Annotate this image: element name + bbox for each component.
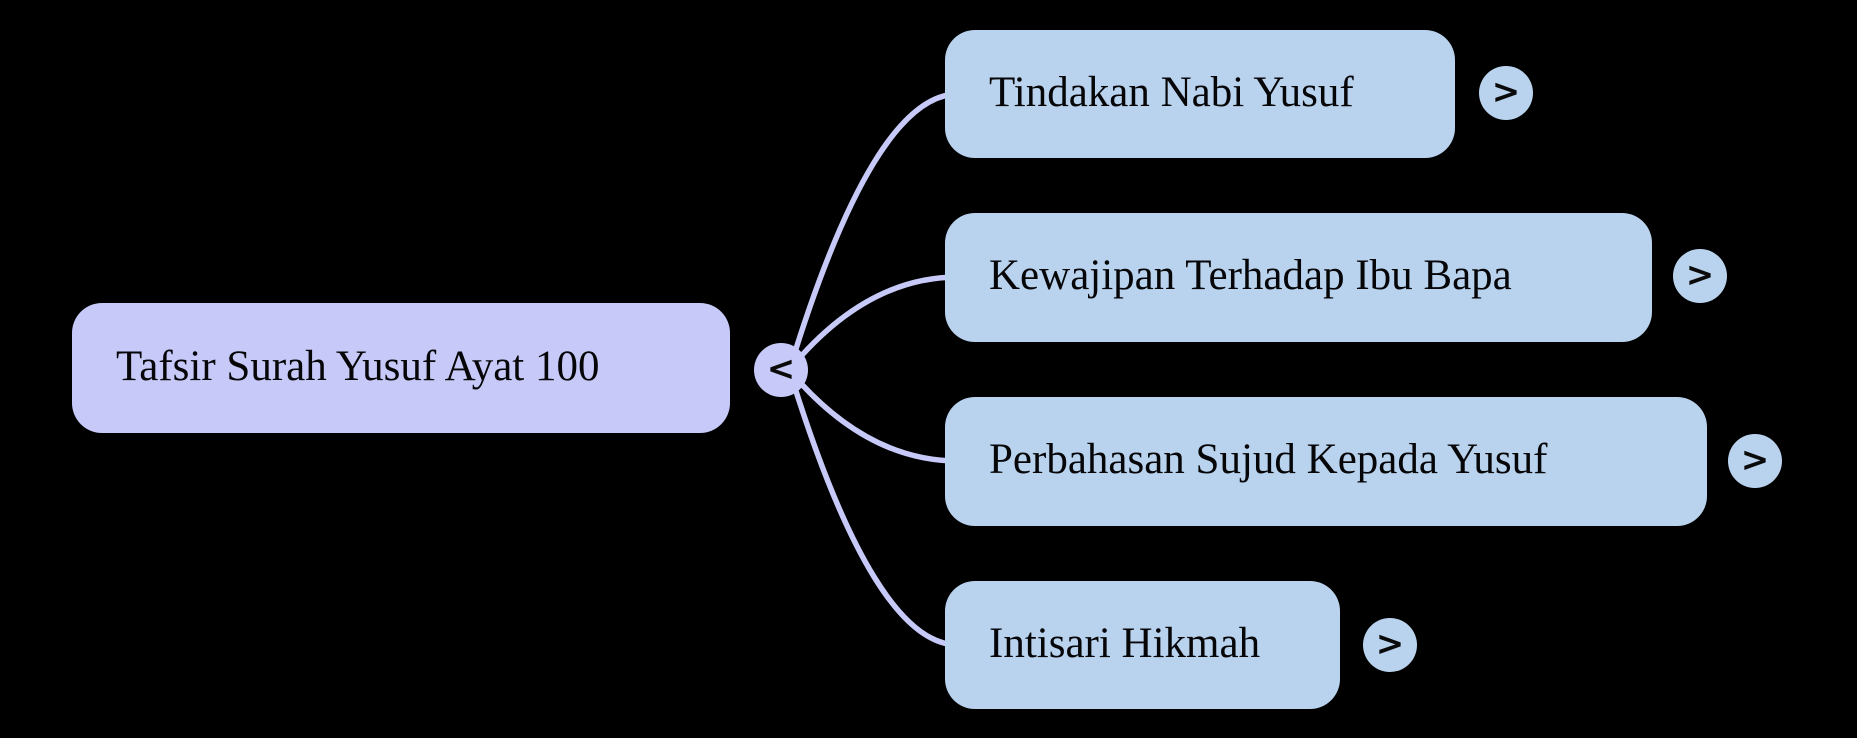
root-node[interactable]: Tafsir Surah Yusuf Ayat 100 (72, 303, 730, 433)
link-root-to-child-2 (787, 274, 961, 372)
child-node-intisari-hikmah[interactable]: Intisari Hikmah (945, 581, 1340, 709)
child-node-label: Kewajipan Terhadap Ibu Bapa (989, 252, 1512, 299)
child-node-perbahasan-sujud-kepada-yusuf[interactable]: Perbahasan Sujud Kepada Yusuf (945, 397, 1707, 526)
expand-button-perbahasan-sujud-kepada-yusuf[interactable]: > (1728, 434, 1782, 488)
expand-button-kewajipan-terhadap-ibu-bapa[interactable]: > (1673, 249, 1727, 303)
chevron-right-icon: > (1740, 439, 1770, 480)
child-node-label: Perbahasan Sujud Kepada Yusuf (989, 436, 1548, 483)
link-root-to-child-4 (787, 369, 961, 648)
child-node-label: Tindakan Nabi Yusuf (989, 68, 1354, 116)
child-node-label: Intisari Hikmah (989, 619, 1261, 667)
chevron-right-icon: > (1491, 71, 1521, 112)
child-node-tindakan-nabi-yusuf[interactable]: Tindakan Nabi Yusuf (945, 30, 1455, 158)
chevron-right-icon: > (1685, 254, 1715, 295)
chevron-right-icon: > (1375, 623, 1405, 664)
root-collapse-button[interactable]: < (754, 343, 808, 397)
link-root-to-child-1 (787, 91, 961, 371)
expand-button-intisari-hikmah[interactable]: > (1363, 618, 1417, 672)
child-node-kewajipan-terhadap-ibu-bapa[interactable]: Kewajipan Terhadap Ibu Bapa (945, 213, 1652, 342)
chevron-left-icon: < (766, 348, 796, 389)
expand-button-tindakan-nabi-yusuf[interactable]: > (1479, 66, 1533, 120)
root-node-label: Tafsir Surah Yusuf Ayat 100 (116, 342, 600, 390)
link-root-to-child-3 (787, 368, 961, 464)
